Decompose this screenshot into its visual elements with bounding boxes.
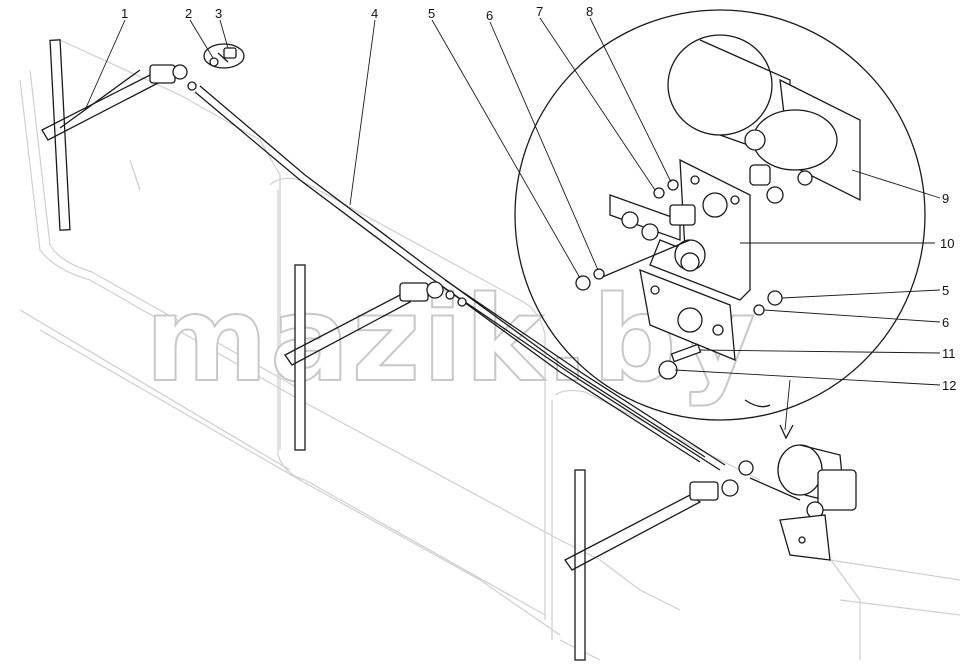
callout-7: 7: [536, 4, 543, 19]
fasteners-detail: [575, 179, 783, 380]
bracket-detail: [639, 158, 751, 362]
wiper-motor-assembled: [777, 444, 857, 561]
callout-4: 4: [371, 6, 378, 21]
callout-1: 1: [121, 6, 128, 21]
callout-6-right: 6: [942, 315, 949, 330]
detail-circle: [514, 9, 926, 440]
callout-12: 12: [942, 378, 956, 393]
callout-5-right: 5: [942, 283, 949, 298]
wiper-arm-right: [564, 460, 801, 661]
motor-detail: [667, 34, 861, 204]
linkage-rod: [194, 85, 726, 471]
callout-6: 6: [486, 8, 493, 23]
callout-10: 10: [940, 236, 954, 251]
wiper-arm-middle: [284, 264, 467, 451]
callout-labels: 1 2 3 4 5 6 7 8 9 10 5 6 11 12: [121, 4, 956, 393]
callout-3: 3: [215, 6, 222, 21]
callout-11: 11: [942, 346, 956, 361]
wiper-arm-left: [41, 39, 197, 231]
crank-detail: [599, 194, 706, 279]
callout-5: 5: [428, 6, 435, 21]
callout-9: 9: [942, 191, 949, 206]
leader-lines: [84, 17, 941, 386]
callout-2: 2: [185, 6, 192, 21]
cab-outline: [19, 39, 961, 661]
screw-and-washer-detail: [203, 43, 245, 69]
callout-8: 8: [586, 4, 593, 19]
